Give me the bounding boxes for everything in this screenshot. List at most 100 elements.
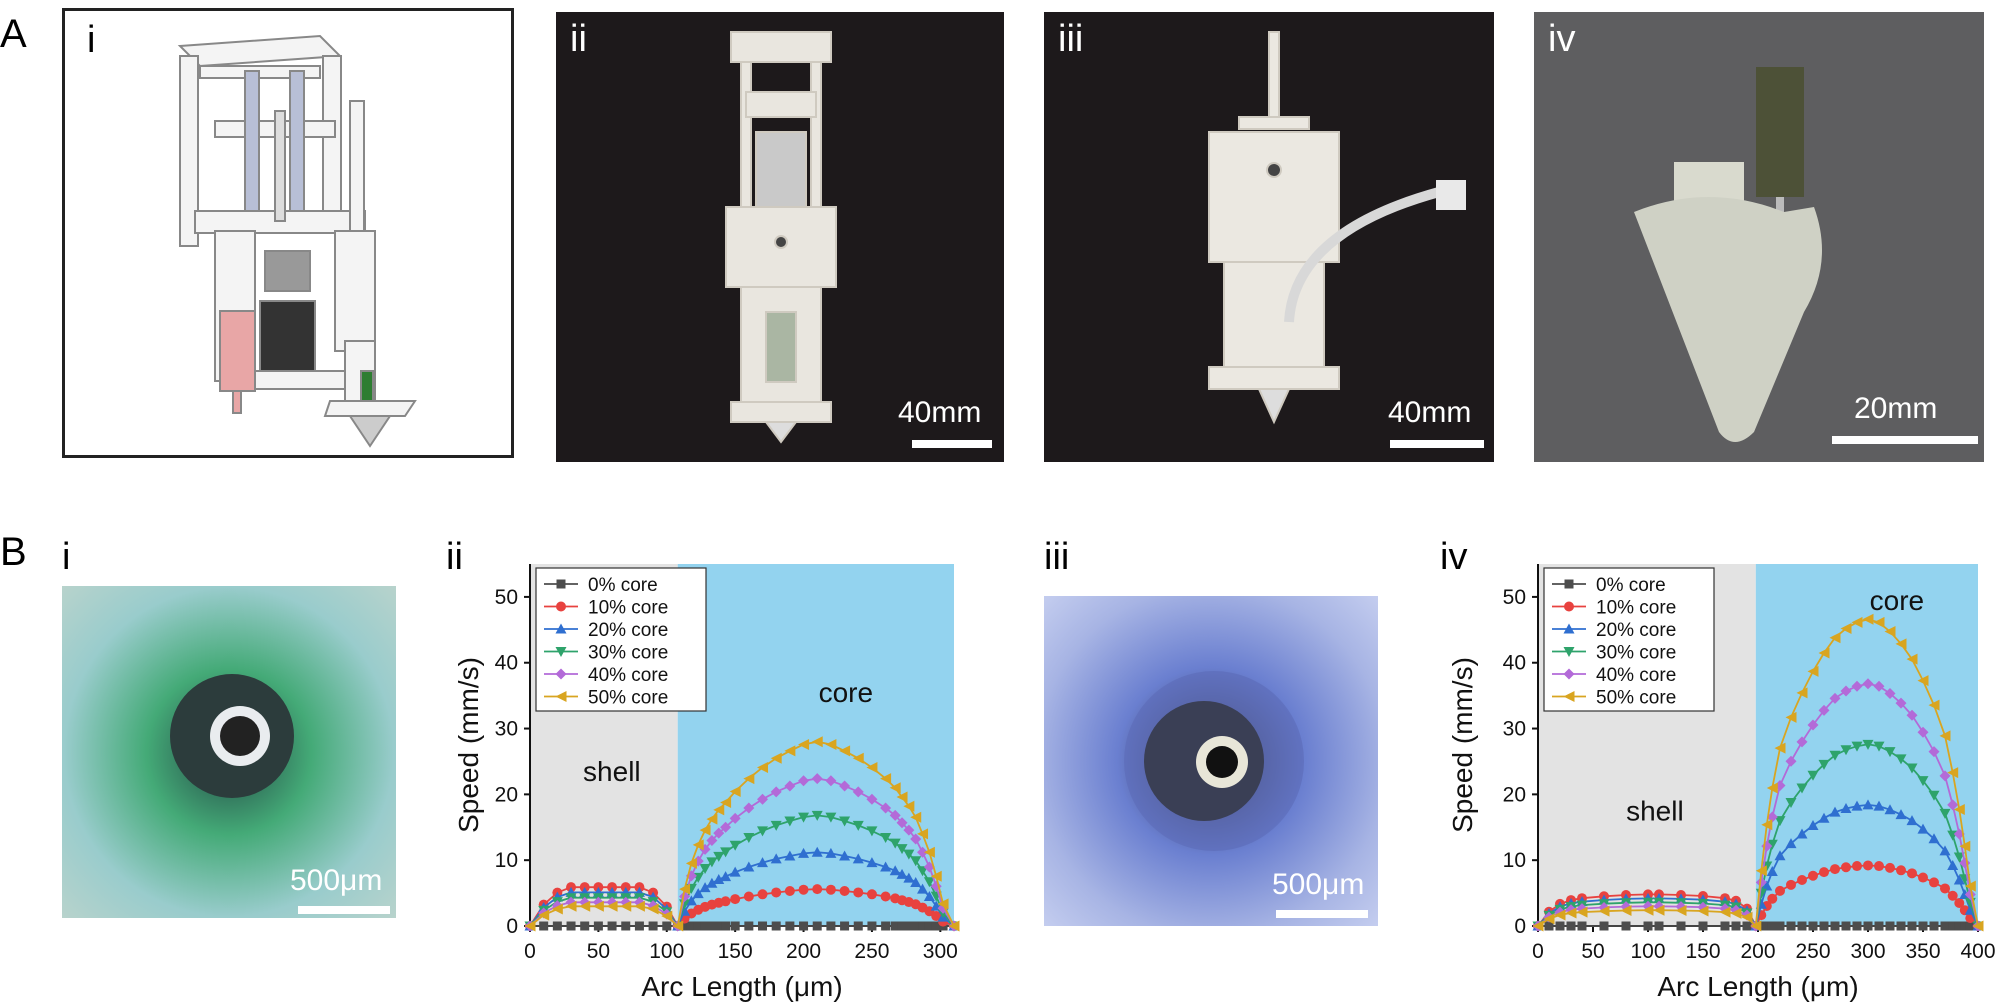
scale-bar-b-i — [298, 906, 390, 914]
data-point — [1730, 907, 1742, 919]
legend-marker — [1564, 579, 1574, 589]
panel-a-ii-label: ii — [570, 18, 587, 60]
data-point — [1796, 783, 1808, 794]
legend-label: 30% core — [588, 643, 668, 664]
x-tick-label: 300 — [923, 940, 958, 963]
data-point — [729, 840, 741, 851]
data-point — [1907, 921, 1917, 931]
data-point — [699, 882, 711, 893]
legend-marker — [1563, 668, 1575, 680]
data-point — [930, 870, 942, 882]
data-point — [592, 900, 604, 912]
data-point — [1620, 905, 1632, 917]
data-point — [770, 786, 782, 798]
data-point — [1774, 850, 1786, 861]
data-point — [918, 921, 928, 931]
legend-label: 40% core — [1596, 665, 1676, 686]
data-point — [1598, 905, 1610, 917]
data-point — [866, 793, 878, 805]
legend-marker — [1563, 647, 1575, 657]
panel-b-iv-label: iv — [1440, 536, 1468, 578]
x-tick-label: 150 — [1685, 940, 1720, 963]
data-point — [924, 921, 934, 931]
series-line — [529, 740, 955, 928]
panel-b-iii-micrograph: 500μm — [1044, 596, 1378, 926]
data-point — [1851, 741, 1863, 752]
data-point — [1840, 745, 1852, 756]
data-point — [539, 921, 549, 931]
data-point — [889, 809, 901, 821]
legend-marker — [555, 623, 567, 634]
data-point — [1643, 921, 1653, 931]
data-point — [798, 884, 809, 895]
data-point — [1731, 921, 1741, 931]
data-point — [1873, 680, 1885, 692]
data-point — [1676, 921, 1686, 931]
data-point — [1965, 921, 1975, 931]
data-point — [730, 894, 741, 905]
panel-a-ii-photo: ii 40mm — [556, 12, 1004, 462]
data-point — [1862, 739, 1874, 750]
data-point — [1959, 840, 1971, 852]
legend-marker — [555, 647, 567, 657]
data-point — [852, 786, 864, 798]
data-point — [866, 762, 878, 774]
printhead-photo-side — [1208, 31, 1466, 425]
y-tick-label: 40 — [495, 652, 518, 675]
x-tick-label: 100 — [649, 940, 684, 963]
data-point — [1762, 921, 1772, 931]
data-point — [1543, 913, 1555, 925]
data-point — [1851, 680, 1863, 692]
data-point — [880, 891, 891, 902]
x-axis-label: Arc Length (μm) — [1657, 971, 1858, 1002]
data-point — [686, 921, 696, 931]
x-tick-label: 300 — [1850, 940, 1885, 963]
data-point — [1761, 880, 1773, 891]
data-point — [1895, 754, 1907, 765]
x-tick-label: 250 — [854, 940, 889, 963]
data-point — [699, 843, 711, 855]
data-point — [1654, 921, 1664, 931]
data-point — [1928, 833, 1940, 844]
data-point — [923, 846, 935, 858]
data-point — [538, 909, 550, 921]
y-tick-label: 30 — [1503, 718, 1526, 741]
data-point — [840, 921, 850, 931]
y-tick-label: 10 — [1503, 849, 1526, 872]
data-point — [897, 921, 907, 931]
data-point — [1862, 678, 1874, 690]
data-point — [1896, 921, 1906, 931]
printhead-cad-drawing — [177, 34, 417, 448]
data-point — [1947, 799, 1959, 811]
data-point — [1566, 921, 1576, 931]
scale-text-b-i: 500μm — [290, 864, 383, 897]
data-point — [826, 921, 836, 931]
x-tick-label: 50 — [587, 940, 610, 963]
data-point — [607, 921, 617, 931]
data-point — [621, 921, 631, 931]
data-point — [1972, 920, 1984, 932]
data-point — [700, 921, 710, 931]
data-point — [880, 773, 892, 785]
data-point — [551, 903, 563, 915]
data-point — [1895, 697, 1907, 709]
data-point — [1948, 921, 1958, 931]
data-point — [743, 833, 755, 844]
data-point — [910, 856, 922, 867]
data-point — [839, 816, 851, 827]
data-point — [889, 782, 901, 794]
data-point — [903, 872, 915, 883]
data-point — [757, 762, 769, 774]
data-point — [1852, 921, 1862, 931]
data-point — [1653, 904, 1665, 916]
data-point — [931, 911, 942, 922]
data-point — [1818, 759, 1830, 770]
data-point — [1954, 921, 1964, 931]
data-point — [757, 889, 768, 900]
data-point — [1851, 800, 1863, 811]
data-point — [825, 775, 837, 787]
data-point — [1953, 828, 1965, 840]
data-point — [720, 871, 732, 882]
